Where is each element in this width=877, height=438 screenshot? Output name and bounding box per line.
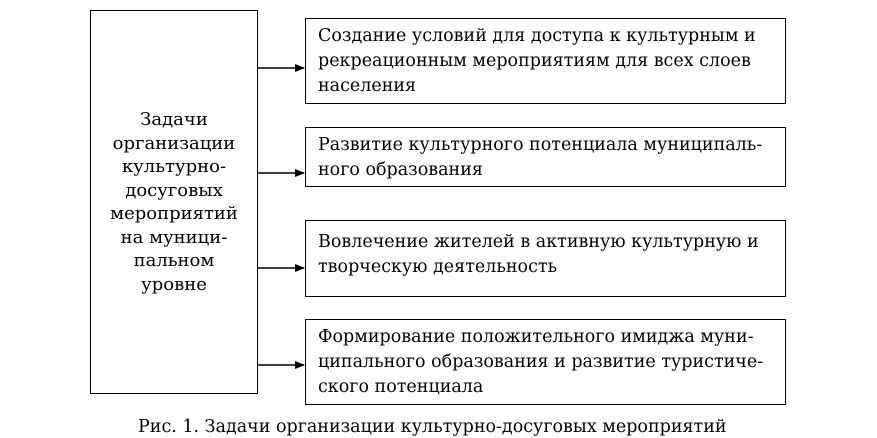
task-box-access: Создание условий для доступа к культурны…	[305, 18, 786, 104]
main-topic-label: Задачи организации культурно- досуговых …	[110, 109, 238, 295]
task-box-potential: Развитие культурного потенциала муниципа…	[305, 127, 786, 187]
task-box-involvement: Вовлечение жителей в активную культурную…	[305, 220, 786, 297]
figure-caption: Рис. 1. Задачи организации культурно-дос…	[138, 417, 727, 437]
task-label-involvement: Вовлечение жителей в активную культурную…	[318, 232, 759, 277]
main-topic-box: Задачи организации культурно- досуговых …	[90, 10, 258, 394]
task-label-image: Формирование положительного имиджа муни-…	[318, 327, 764, 397]
task-box-image: Формирование положительного имиджа муни-…	[305, 319, 786, 405]
task-label-potential: Развитие культурного потенциала муниципа…	[318, 135, 763, 180]
task-label-access: Создание условий для доступа к культурны…	[318, 26, 756, 96]
